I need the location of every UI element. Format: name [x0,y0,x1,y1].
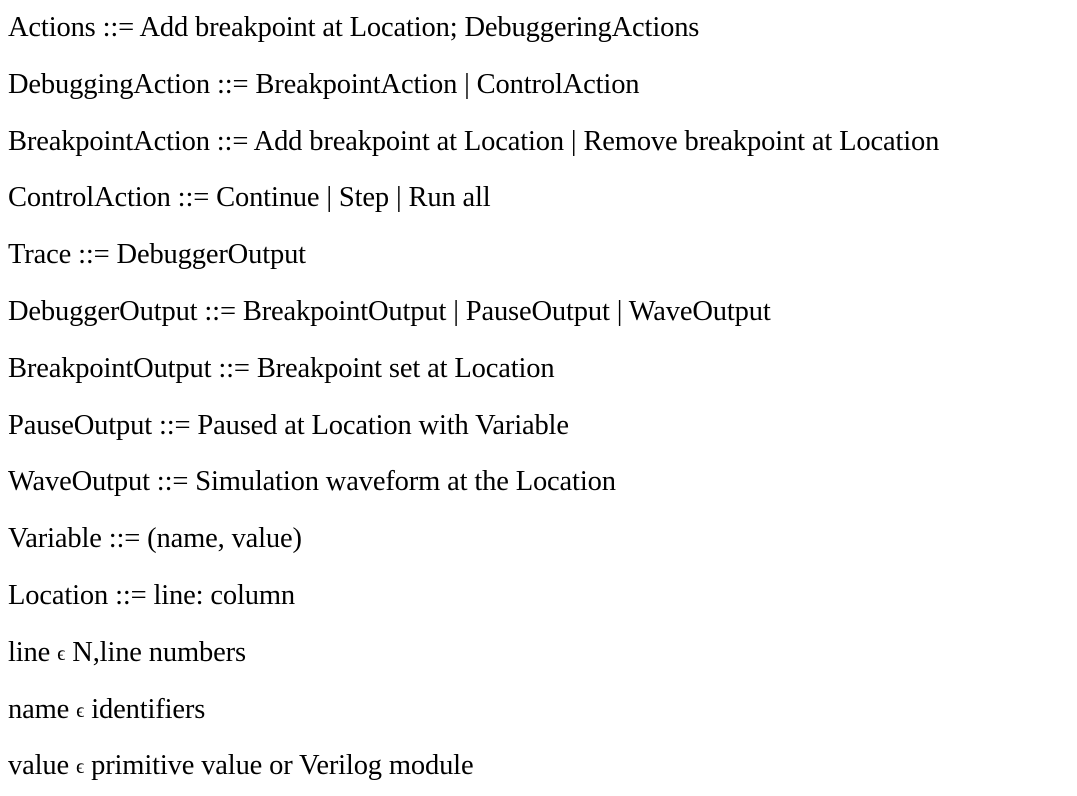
element-of-symbol: ϵ [76,699,85,722]
definition-term: value [8,750,69,782]
grammar-rule-actions: Actions ::= Add breakpoint at Location; … [8,12,700,43]
definition-line: line ϵ N,line numbers [8,625,939,682]
definition-set: identifiers [91,693,206,725]
grammar-rule-control-action: ControlAction ::= Continue | Step | Run … [8,182,491,214]
definition-term: name [8,693,70,725]
grammar-rule-location: Location ::= line: column [8,579,295,611]
grammar-rule-debugging-action: DebuggingAction ::= BreakpointAction | C… [8,68,640,100]
grammar-rule-wave-output: WaveOutput ::= Simulation waveform at th… [8,466,616,498]
grammar-rule-variable: Variable ::= (name, value) [8,523,302,555]
definition-name: name ϵ identifiers [8,682,939,739]
grammar-rule-trace: Trace ::= DebuggerOutput [8,239,306,271]
definition-set: N,line numbers [72,636,246,668]
grammar-rule-breakpoint-action: BreakpointAction ::= Add breakpoint at L… [8,125,940,157]
element-of-symbol: ϵ [75,756,85,779]
definition-term: line [8,636,51,668]
grammar-definition: Actions ::= Add breakpoint at Location; … [8,0,939,795]
definition-set: primitive value or Verilog module [91,750,474,782]
grammar-rule-pause-output: PauseOutput ::= Paused at Location with … [8,409,569,441]
definition-value: value ϵ primitive value or Verilog modul… [8,738,939,795]
grammar-rule-debugger-output: DebuggerOutput ::= BreakpointOutput | Pa… [8,295,771,327]
grammar-rule-breakpoint-output: BreakpointOutput ::= Breakpoint set at L… [8,352,555,384]
element-of-symbol: ϵ [57,642,66,665]
